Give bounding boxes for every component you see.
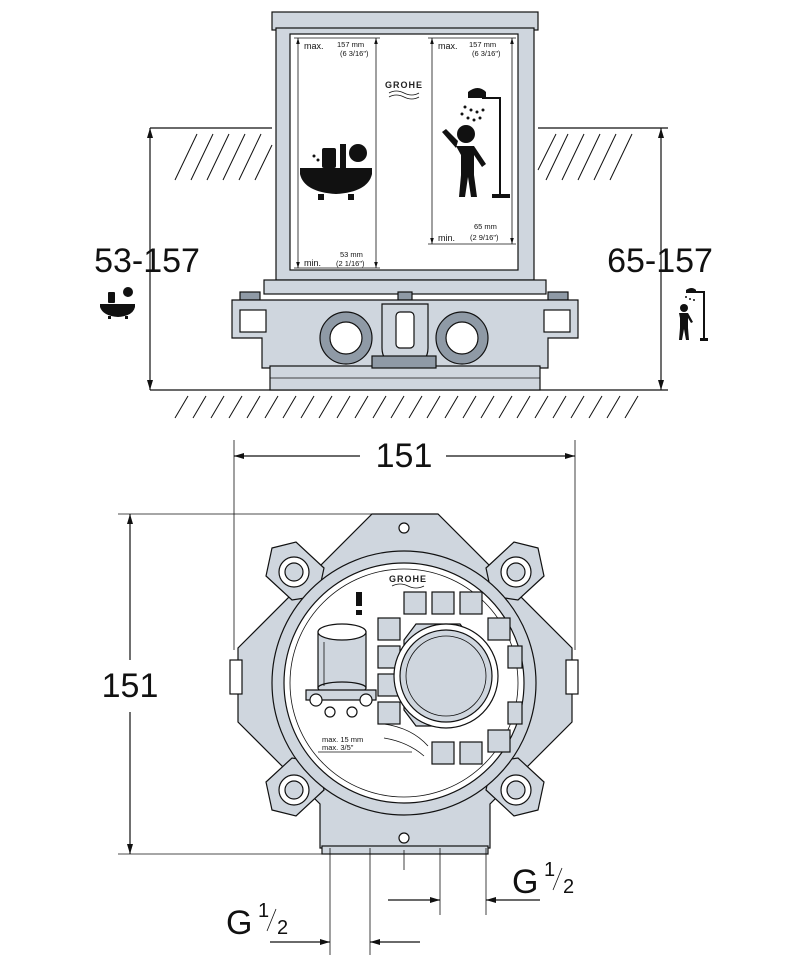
right-dimension-text: 65-157 [607,242,713,280]
shower-icon [679,288,708,341]
width-dimension: 151 [233,437,576,650]
right-depth-dimension: 65-157 [607,128,713,390]
top-logo-text: GROHE [389,574,427,584]
right-max-inch: (6 3/16") [472,49,501,58]
height-dimension-text: 151 [102,667,159,705]
wall-hatch-upper-right [537,127,668,181]
bathtub-icon-large [300,144,372,200]
wall-hatch-bottom [150,389,668,419]
left-scale: max. 157 mm (6 3/16") 53 mm min. (2 1/16… [294,37,380,269]
exclamation-icon [356,592,362,615]
wall-hatch-upper-left [150,127,273,181]
right-min-label: min. [438,233,455,243]
left-min-inch: (2 1/16") [336,259,365,268]
thread-dimension-left: G 1 2 [226,900,420,945]
width-dimension-text: 151 [376,437,433,475]
thread-dimension-right: G 1 2 [388,859,574,903]
grohe-logo-side: GROHE [385,80,423,100]
right-min-inch: (2 9/16") [470,233,499,242]
left-min-value: 53 mm [340,250,363,259]
right-max-label: max. [438,41,458,51]
side-view: GROHE max. 157 mm (6 3/16") 53 mm min. (… [94,11,713,419]
left-max-inch: (6 3/16") [340,49,369,58]
shower-icon-large [442,88,510,198]
right-scale: max. 157 mm (6 3/16") 65 mm min. (2 9/16… [428,37,516,245]
plaster-depth-hint: max. 15 mm max. 3/5" [318,723,429,757]
thread-left-den: 2 [277,917,288,939]
right-min-value: 65 mm [474,222,497,231]
height-dimension: 151 [102,513,390,855]
left-depth-dimension: 53-157 [94,128,200,390]
valve-illustration [305,623,377,718]
left-max-value: 157 mm [337,40,364,49]
grohe-logo-top: GROHE [389,574,427,589]
plaster-max-inch: max. 3/5" [322,743,354,752]
right-max-value: 157 mm [469,40,496,49]
mounting-body [231,279,579,391]
left-dimension-text: 53-157 [94,242,200,280]
top-view: 151 151 [102,437,579,955]
thread-left-num: 1 [258,900,269,922]
central-cartridge-cap [393,623,499,729]
side-logo-text: GROHE [385,80,423,90]
tile-grid [377,591,523,765]
left-max-label: max. [304,41,324,51]
corner-lug-top-right [485,541,545,601]
outlet-lines [329,848,487,955]
plaster-max-mm: max. 15 mm [322,735,363,744]
left-min-label: min. [304,258,321,268]
thread-right-g: G [512,863,538,901]
thread-right-num: 1 [544,859,555,881]
thread-left-g: G [226,904,252,942]
bathtub-icon [100,287,135,319]
protective-cover [271,11,539,281]
thread-right-den: 2 [563,876,574,898]
